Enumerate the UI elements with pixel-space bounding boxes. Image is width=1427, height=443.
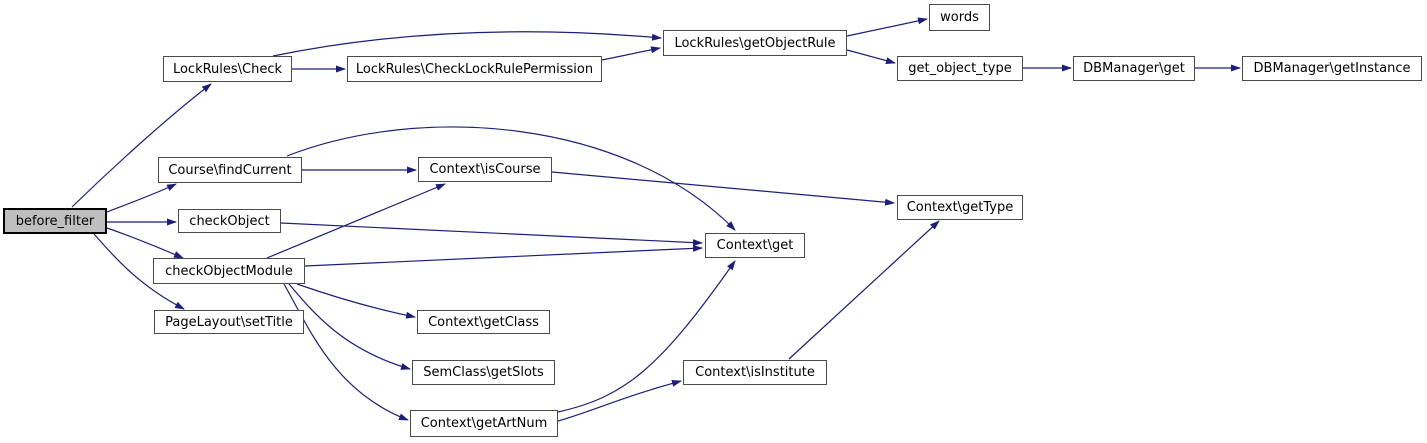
edge-course-findcurrent--context-get [286,126,736,231]
node-dbmanager-getinstance[interactable]: DBManager\getInstance [1242,56,1422,81]
node-context-getclass[interactable]: Context\getClass [417,310,550,334]
node-context-iscourse[interactable]: Context\isCourse [418,157,552,182]
edge-checkobject--context-get [280,222,703,247]
edge-before_filter--lockrules-check [71,83,212,208]
node-checkobject[interactable]: checkObject [178,209,281,233]
edge-checkobjectmodule--context-getartnum [283,283,409,421]
node-checkobjectmodule[interactable]: checkObjectModule [153,258,305,284]
node-context-isinstitute[interactable]: Context\isInstitute [683,360,827,385]
node-get_object_type[interactable]: get_object_type [897,56,1023,81]
node-before_filter[interactable]: before_filter [3,208,107,234]
edge-context-iscourse--context-gettype [551,171,895,206]
edge-context-getartnum--context-isinstitute [557,379,682,422]
node-context-gettype[interactable]: Context\getType [897,195,1023,220]
node-semclass-getslots[interactable]: SemClass\getSlots [412,360,555,385]
node-dbmanager-get[interactable]: DBManager\get [1073,56,1195,81]
node-lockrules-check[interactable]: LockRules\Check [163,56,292,82]
edge-checkobjectmodule--semclass-getslots [288,283,411,370]
edge-lockrules-getobjectrule--words [846,17,928,37]
edge-context-getartnum--context-get [557,260,736,413]
node-lockrules-checklockrulepermission[interactable]: LockRules\CheckLockRulePermission [347,56,602,82]
node-context-getartnum[interactable]: Context\getArtNum [410,410,558,437]
edge-lockrules-getobjectrule--get_object_type [846,49,896,65]
edge-before_filter--checkobjectmodule [106,227,184,259]
node-pagelayout-settitle[interactable]: PageLayout\setTitle [154,310,304,334]
node-lockrules-getobjectrule[interactable]: LockRules\getObjectRule [663,30,847,56]
edge-before_filter--course-findcurrent [106,183,177,213]
edge-checkobjectmodule--context-getclass [296,283,416,319]
edge-checkobjectmodule--context-iscourse [266,183,446,259]
edge-before_filter--pagelayout-settitle [93,233,185,310]
edge-lockrules-check--lockrules-getobjectrule [272,31,662,57]
edge-context-isinstitute--context-gettype [788,220,940,360]
node-context-get[interactable]: Context\get [705,233,805,258]
edge-lockrules-checklockrulepermission--lockrules-getobjectrule [601,46,661,61]
node-words[interactable]: words [929,4,990,31]
node-course-findcurrent[interactable]: Course\findCurrent [158,157,302,183]
edge-checkobjectmodule--context-get [304,244,703,267]
